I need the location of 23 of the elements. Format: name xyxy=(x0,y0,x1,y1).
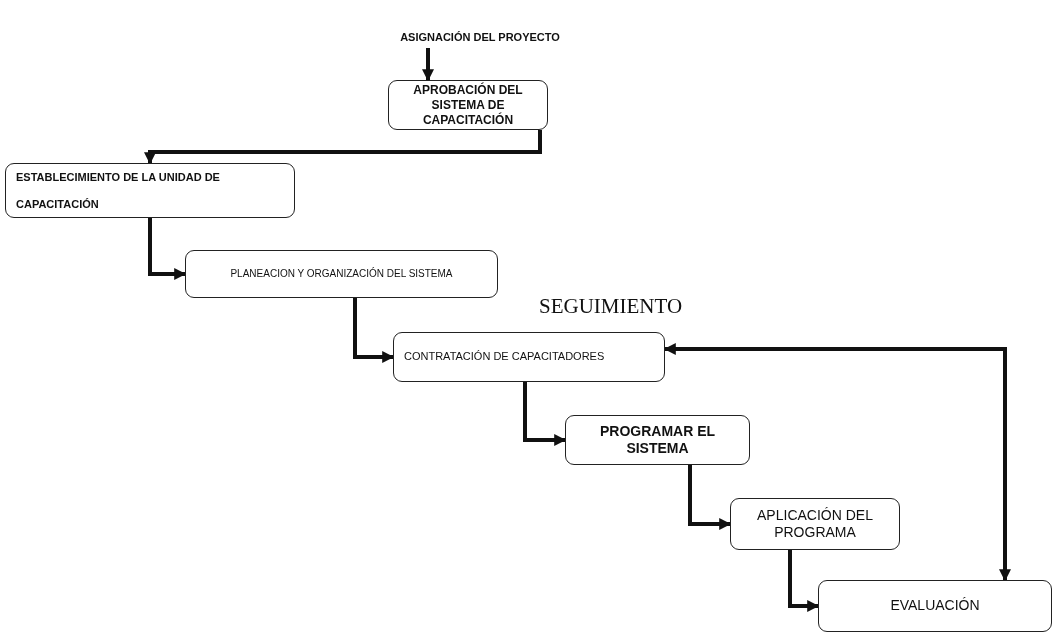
box-text: APLICACIÓN DEL PROGRAMA xyxy=(756,506,874,542)
process-box xyxy=(730,498,900,550)
arrow xyxy=(663,343,1011,582)
arrow xyxy=(353,298,395,363)
arrow xyxy=(144,130,542,165)
box-text: CONTRATACIÓN DE CAPACITADORES xyxy=(404,350,605,364)
process-box xyxy=(818,580,1052,632)
process-box xyxy=(388,80,548,130)
process-box xyxy=(5,163,295,218)
box-text: EVALUACIÓN xyxy=(890,597,980,615)
process-box xyxy=(185,250,498,298)
arrow xyxy=(148,218,187,280)
box-text: APROBACIÓN DEL SISTEMA DE CAPACITACIÓN xyxy=(412,82,524,128)
process-box xyxy=(393,332,665,382)
arrow xyxy=(523,382,567,446)
arrow xyxy=(788,550,820,612)
box-text: PLANEACION Y ORGANIZACIÓN DEL SISTEMA xyxy=(230,267,453,281)
box-text: ESTABLECIMIENTO DE LA UNIDAD DE CAPACITACIÓN xyxy=(16,170,221,212)
arrow xyxy=(422,48,434,82)
box-text: PROGRAMAR EL SISTEMA xyxy=(598,422,717,458)
process-box xyxy=(565,415,750,465)
heading-text: ASIGNACIÓN DEL PROYECTO xyxy=(400,31,560,45)
arrow xyxy=(688,465,732,530)
